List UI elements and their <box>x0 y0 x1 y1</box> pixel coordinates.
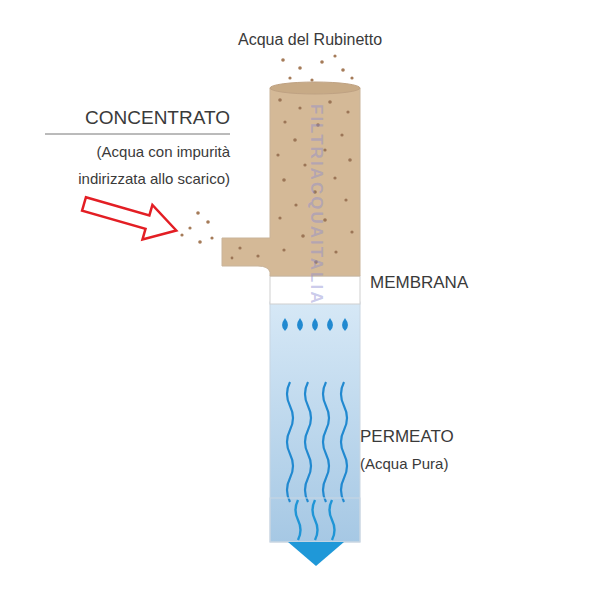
label-underline <box>45 134 230 135</box>
outlet-description: (Acqua con impurità indirizzata allo sca… <box>40 138 230 192</box>
outflow-arrowhead <box>288 542 344 566</box>
feed-column <box>222 88 360 276</box>
permeate-column <box>270 302 360 542</box>
inlet-label: Acqua del Rubinetto <box>238 30 408 49</box>
watermark: FILTRIACQUAITALIA <box>306 104 326 464</box>
discharge-dots <box>180 211 213 244</box>
pointer-arrow <box>79 187 181 248</box>
water-drops <box>282 318 348 331</box>
permeate-description: (Acqua Pura) <box>360 455 520 473</box>
impurity-dots <box>231 98 354 264</box>
membrane-label: MEMBRANA <box>370 273 530 293</box>
permeate-label: PERMEATO <box>360 427 520 447</box>
outflow-lines <box>296 500 335 540</box>
flow-lines <box>287 382 347 502</box>
tube-opening <box>270 82 360 94</box>
incoming-dots <box>281 54 353 81</box>
outlet-title: CONCENTRATO <box>45 106 230 129</box>
tube-end <box>270 498 360 542</box>
